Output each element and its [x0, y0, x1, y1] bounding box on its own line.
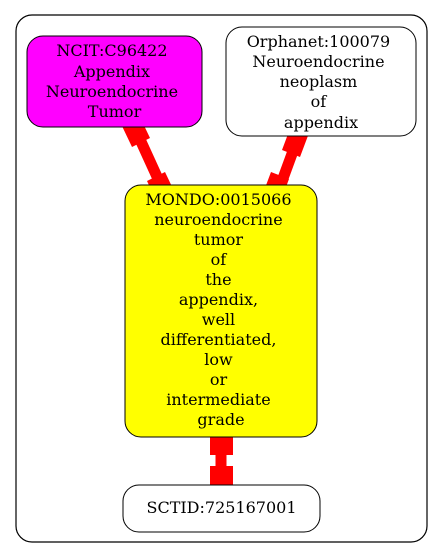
node-mondo-box: [124, 184, 318, 438]
node-mondo-line: the: [205, 270, 231, 289]
node-mondo-label: MONDO:0015066 neuroendocrine tumor of th…: [145, 190, 296, 429]
node-mondo-line: of: [211, 250, 228, 269]
node-sctid-line: SCTID:725167001: [146, 498, 296, 517]
node-ncit-line: Tumor: [88, 102, 142, 121]
node-ncit-line: Neuroendocrine: [46, 82, 178, 101]
node-mondo-line: well: [202, 310, 235, 329]
node-mondo-line: tumor: [194, 230, 244, 249]
node-ncit-line: NCIT:C96422: [56, 41, 167, 60]
node-orphanet-label: Orphanet:100079 Neuroendocrine neoplasm …: [247, 32, 396, 132]
node-orphanet-line: Orphanet:100079: [247, 32, 391, 51]
node-sctid-label: SCTID:725167001: [146, 498, 296, 517]
node-ncit-box: [26, 35, 203, 128]
node-ncit-label: NCIT:C96422 Appendix Neuroendocrine Tumo…: [46, 41, 183, 121]
node-orphanet-line: of: [311, 92, 328, 111]
node-orphanet-line: appendix: [284, 113, 358, 132]
node-orphanet-line: Neuroendocrine: [252, 52, 384, 71]
node-orphanet-box: [225, 26, 417, 137]
node-orphanet-line: neoplasm: [280, 72, 358, 91]
node-mondo-line: intermediate: [166, 390, 270, 409]
node-mondo-line: neuroendocrine: [154, 210, 283, 229]
node-mondo-line: MONDO:0015066: [145, 190, 291, 209]
node-mondo-line: grade: [197, 410, 244, 429]
node-ncit-line: Appendix: [73, 62, 150, 81]
node-mondo-line: low: [204, 350, 233, 369]
node-mondo[interactable]: MONDO:0015066 neuroendocrine tumor of th…: [124, 184, 318, 438]
node-mondo-line: differentiated,: [160, 330, 276, 349]
node-sctid-box: [122, 484, 321, 533]
node-mondo-line: appendix,: [179, 290, 258, 309]
node-sctid[interactable]: SCTID:725167001: [122, 484, 321, 533]
edge-mondo-sctid-marker-bottom: [210, 466, 233, 490]
node-ncit[interactable]: NCIT:C96422 Appendix Neuroendocrine Tumo…: [26, 35, 203, 128]
cluster-border: [15, 14, 428, 543]
node-mondo-line: or: [210, 370, 228, 389]
node-orphanet[interactable]: Orphanet:100079 Neuroendocrine neoplasm …: [225, 26, 417, 137]
